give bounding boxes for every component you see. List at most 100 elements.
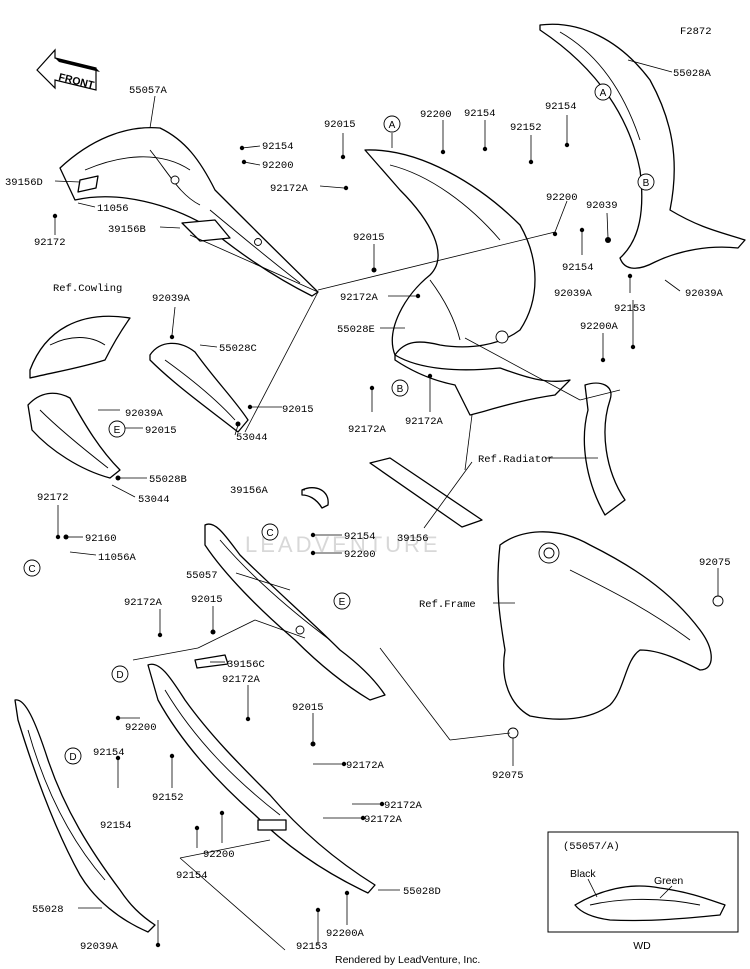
ref-frame: Ref.Frame: [419, 599, 476, 611]
inset-title: (55057/A): [563, 841, 620, 853]
label-92154-d: 92154: [562, 262, 594, 274]
callout-E-left: E: [108, 420, 126, 438]
callout-C-left: C: [23, 559, 41, 577]
callout-C-mid: C: [261, 523, 279, 541]
bolt-92075-top: [712, 595, 724, 607]
label-92154-b: 92154: [464, 108, 496, 120]
label-53044-a: 53044: [236, 432, 268, 444]
svg-text:E: E: [114, 425, 121, 436]
ref-cowling: Ref.Cowling: [53, 283, 122, 295]
sticker-39156A: [301, 487, 329, 509]
svg-text:C: C: [266, 528, 273, 539]
label-92015-a: 92015: [324, 119, 356, 131]
svg-text:A: A: [389, 120, 396, 131]
side-fairing-55028E: [364, 149, 571, 416]
sticker-39156: [369, 457, 483, 528]
label-92200A-a: 92200A: [580, 321, 619, 333]
label-92015-c: 92015: [282, 404, 314, 416]
label-92015-f: 92015: [292, 702, 324, 714]
label-53044-b: 53044: [138, 494, 170, 506]
cowling-ref: [29, 315, 131, 379]
svg-text:B: B: [397, 384, 404, 395]
lower-cowl-55028B: [27, 392, 121, 479]
label-55028A: 55028A: [673, 68, 712, 80]
callout-D-left: D: [64, 747, 82, 765]
label-39156C: 39156C: [227, 659, 265, 671]
label-92154-e: 92154: [344, 531, 376, 543]
label-92075-b: 92075: [492, 770, 524, 782]
label-92039A-c: 92039A: [152, 293, 191, 305]
label-92015-d: 92015: [145, 425, 177, 437]
label-92015-b: 92015: [353, 232, 385, 244]
label-39156B: 39156B: [108, 224, 146, 236]
label-55028D: 55028D: [403, 886, 441, 898]
front-arrow-icon: FRONT: [36, 48, 100, 92]
fastener-dots: [52, 142, 636, 948]
label-92039: 92039: [586, 200, 618, 212]
label-92200-a: 92200: [262, 160, 294, 172]
label-92154-a: 92154: [262, 141, 294, 153]
sticker-39156B: [181, 219, 231, 242]
label-92200-e: 92200: [125, 722, 157, 734]
svg-text:A: A: [600, 88, 607, 99]
label-92039A-d: 92039A: [125, 408, 164, 420]
callout-A-mid: A: [383, 115, 401, 133]
label-92153-b: 92153: [296, 941, 328, 953]
upper-cowl-55057A: [59, 126, 319, 297]
label-92039A-b: 92039A: [685, 288, 724, 300]
label-39156D: 39156D: [5, 177, 43, 189]
label-92172-a: 92172: [34, 237, 66, 249]
label-55028C: 55028C: [219, 343, 257, 355]
lower-cowl-55057: [204, 523, 386, 701]
sticker-39156D: [77, 175, 99, 193]
label-92172A-i: 92172A: [364, 814, 403, 826]
label-55057: 55057: [186, 570, 218, 582]
label-92160: 92160: [85, 533, 117, 545]
label-39156A: 39156A: [230, 485, 269, 497]
svg-text:C: C: [28, 564, 35, 575]
label-92172A-b: 92172A: [340, 292, 379, 304]
inner-panel-55028C: [149, 342, 249, 433]
radiator-ref: [583, 382, 626, 516]
label-92172A-g: 92172A: [346, 760, 385, 772]
frame-ref: [497, 531, 712, 720]
label-92200-c: 92200: [546, 192, 578, 204]
ref-radiator: Ref.Radiator: [478, 454, 554, 466]
svg-text:D: D: [116, 670, 123, 681]
label-92154-h: 92154: [176, 870, 208, 882]
label-92152-b: 92152: [152, 792, 184, 804]
label-11056A: 11056A: [98, 552, 137, 564]
label-92200-b: 92200: [420, 109, 452, 121]
label-92200-d: 92200: [344, 549, 376, 561]
label-92172A-c: 92172A: [348, 424, 387, 436]
label-92172A-a: 92172A: [270, 183, 309, 195]
leader-lines: [54, 59, 719, 951]
label-92172A-h: 92172A: [384, 800, 423, 812]
callout-B-mid: B: [391, 379, 409, 397]
inset-code: WD: [633, 940, 651, 952]
inset-black-label: Black: [570, 868, 596, 880]
label-92200A-b: 92200A: [326, 928, 365, 940]
label-92154-g: 92154: [100, 820, 132, 832]
label-55028: 55028: [32, 904, 64, 916]
label-55028E: 55028E: [337, 324, 375, 336]
sticker-39156C: [194, 654, 229, 669]
label-92172A-e: 92172A: [124, 597, 163, 609]
callout-D-mid: D: [111, 665, 129, 683]
label-92172-b: 92172: [37, 492, 69, 504]
label-92153-a: 92153: [614, 303, 646, 315]
footer-credit: Rendered by LeadVenture, Inc.: [335, 954, 480, 966]
callout-E-mid: E: [333, 592, 351, 610]
label-92200-f: 92200: [203, 849, 235, 861]
inset-box: [547, 831, 739, 933]
svg-text:D: D: [69, 752, 76, 763]
callout-A-top: A: [594, 83, 612, 101]
label-11056: 11056: [97, 203, 129, 215]
label-92039A-a: 92039A: [554, 288, 593, 300]
label-92154-c: 92154: [545, 101, 577, 113]
label-92075-a: 92075: [699, 557, 731, 569]
svg-text:B: B: [643, 178, 650, 189]
label-92015-e: 92015: [191, 594, 223, 606]
label-92154-f: 92154: [93, 747, 125, 759]
